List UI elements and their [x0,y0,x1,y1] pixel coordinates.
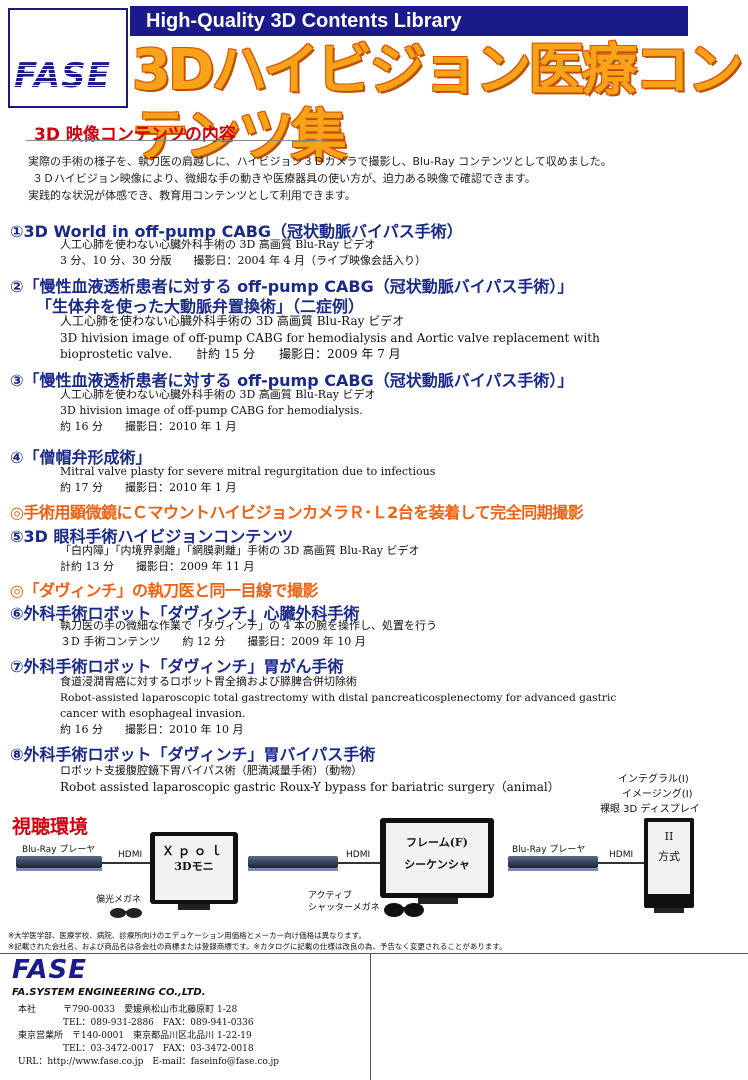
address-line: 本社 〒790-0033 愛媛県松山市北藤原町 1-28 [18,1005,238,1015]
player-base [508,868,598,871]
monitor-1-screen [155,836,233,900]
item-1-desc: 3 分、10 分、30 分版 撮影日：2004 年 4 月（ライブ映像会話入り） [60,254,426,267]
page-title: 3Dハイビジョン医療コンテンツ集 [132,38,743,169]
intro-text: 実際の手術の様子を、執刀医の肩越しに、ハイビジョン３Ｄカメラで撮影し、Blu-R… [28,153,612,204]
monitor-3-text: II [664,830,674,843]
bluray-player-icon [508,856,598,868]
item-5-title: ⑤3D 眼科手術ハイビジョンコンテンツ [10,527,294,546]
hdmi-label: HDMI [346,850,371,860]
shutter-glasses-icon [384,903,424,917]
monitor-2-text: シーケンシャ [404,858,470,871]
address-line: TEL：089-931-2886 FAX：089-941-0336 [18,1018,254,1028]
item-7-desc: 食道浸潤胃癌に対するロボット胃全摘および膵脾合併切除術 [60,675,357,688]
footer-vertical-divider [370,954,371,1080]
monitor-3-screen [648,822,690,894]
hdmi-cable [338,862,380,864]
glasses-label: 偏光メガネ [96,895,142,905]
address-line: TEL：03-3472-0017 FAX：03-3472-0018 [18,1044,254,1054]
note-davinci: ◎「ダヴィンチ」の執刀医と同一目線で撮影 [10,581,318,600]
item-3-title: ③「慢性血液透析患者に対する off-pump CABG（冠状動脈バイパス手術）… [10,371,574,390]
note-microscope: ◎手術用顕微鏡にＣマウントハイビジョンカメラＲ･Ｌ2台を装着して完全同期撮影 [10,503,584,522]
address-line: 東京営業所 〒140-0001 東京都品川区北品川 1-22-19 [18,1031,252,1041]
glasses-label: シャッターメガネ [308,903,380,913]
item-4-desc: Mitral valve plasty for severe mitral re… [60,465,436,478]
item-8-desc: ロボット支援腹腔鏡下胃バイパス術（肥満減量手術）（動物） [60,764,363,777]
footer-divider [0,953,748,954]
item-2-desc: 3D hivision image of off-pump CABG for h… [60,331,600,345]
library-banner: High-Quality 3D Contents Library [130,6,688,36]
item-8-title: ⑧外科手術ロボット「ダヴィンチ」胃バイパス手術 [10,745,376,764]
logo-stripes [14,58,118,90]
footnote: ※大学医学部、医療学校、病院、診療所向けのエデュケーション用価格とメーカー向け価… [8,931,366,940]
display-caption: 裸眼 3D ディスプレイ [600,804,700,815]
display-caption: インテグラル(I) [618,774,689,785]
hdmi-cable [598,862,644,864]
bluray-player-icon [16,856,102,868]
item-7-desc: 約 16 分 撮影日：2010 年 10 月 [60,723,244,736]
monitor-2-screen [386,823,488,893]
intro-line: ３Ｄハイビジョン映像により、微細な手の動きや医療器具の使い方が、迫力ある映像で確… [32,172,536,185]
monitor-3-stand [654,908,684,913]
monitor-3-text: 方式 [658,850,680,863]
item-4-desc: 約 17 分 撮影日：2010 年 1 月 [60,481,237,494]
monitor-1-text: Ｘｐｏｌ [161,844,226,858]
item-2-desc: 人工心肺を使わない心臓外科手術の 3D 高画質 Blu-Ray ビデオ [60,314,405,328]
company-name: FA.SYSTEM ENGINEERING CO.,LTD. [12,987,206,998]
player-label: Blu-Ray プレーヤ [22,845,96,855]
hdmi-label: HDMI [118,850,143,860]
item-1-desc: 人工心肺を使わない心臓外科手術の 3D 高画質 Blu-Ray ビデオ [60,238,376,251]
display-caption: イメージング(I) [622,789,693,800]
monitor-2-stand [418,898,458,904]
item-3-desc: 約 16 分 撮影日：2010 年 1 月 [60,420,237,433]
item-2-subtitle: 「生体弁を使った大動脈弁置換術」（二症例） [36,297,365,316]
glasses-label: アクティブ [308,891,353,901]
item-6-desc: ３D 手術コンテンツ 約 12 分 撮影日：2009 年 10 月 [60,635,366,648]
section-underline [26,140,326,141]
contact-line: URL：http://www.fase.co.jp E-mail：faseinf… [18,1057,280,1067]
item-3-desc: 3D hivision image of off-pump CABG for h… [60,404,363,417]
item-5-desc: 「白内障」「内境界剥離」「網膜剥離」手術の 3D 高画質 Blu-Ray ビデオ [60,544,420,557]
item-3-desc: 人工心肺を使わない心臓外科手術の 3D 高画質 Blu-Ray ビデオ [60,388,376,401]
company-logo: FASE [12,955,88,985]
item-8-desc: Robot assisted laparoscopic gastric Roux… [60,780,560,794]
footnote: ※記載された会社名、および商品名は各会社の商標または登録商標です。※カタログに記… [8,942,507,951]
item-6-title: ⑥外科手術ロボット「ダヴィンチ」心臓外科手術 [10,604,360,623]
item-5-desc: 計約 13 分 撮影日：2009 年 11 月 [60,560,255,573]
intro-line: 実際の手術の様子を、執刀医の肩越しに、ハイビジョン３Ｄカメラで撮影し、Blu-R… [28,155,612,168]
player-base [16,868,102,871]
monitor-1-stand [178,904,210,910]
item-2-desc: bioprostetic valve. 計約 15 分 撮影日：2009 年 7… [60,347,401,361]
polarized-glasses-icon [110,908,142,918]
bluray-player-icon [248,856,338,868]
player-label: Blu-Ray プレーヤ [512,845,586,855]
item-7-desc: Robot-assisted laparoscopic total gastre… [60,692,617,704]
item-2-title: ②「慢性血液透析患者に対する off-pump CABG（冠状動脈バイパス手術）… [10,277,574,296]
item-6-desc: 執刀医の手の微細な作業で「ダヴィンチ」の 4 本の腕を操作し、処置を行う [60,619,437,632]
monitor-1-text: 3Dモニ [174,860,214,873]
monitor-2-text: フレーム(F) [406,836,468,849]
player-base [248,868,338,871]
hdmi-cable [102,862,150,864]
intro-line: 実践的な状況が体感でき、教育用コンテンツとして利用できます。 [28,189,356,202]
item-1-title: ①3D World in off-pump CABG（冠状動脈バイパス手術） [10,222,463,241]
hdmi-label: HDMI [609,850,634,860]
environment-title: 視聴環境 [12,816,89,838]
section-heading: 3D 映像コンテンツの内容 [34,125,236,145]
item-4-title: ④「僧帽弁形成術」 [10,448,152,467]
item-7-desc: cancer with esophageal invasion. [60,707,246,720]
item-7-title: ⑦外科手術ロボット「ダヴィンチ」胃がん手術 [10,657,344,676]
